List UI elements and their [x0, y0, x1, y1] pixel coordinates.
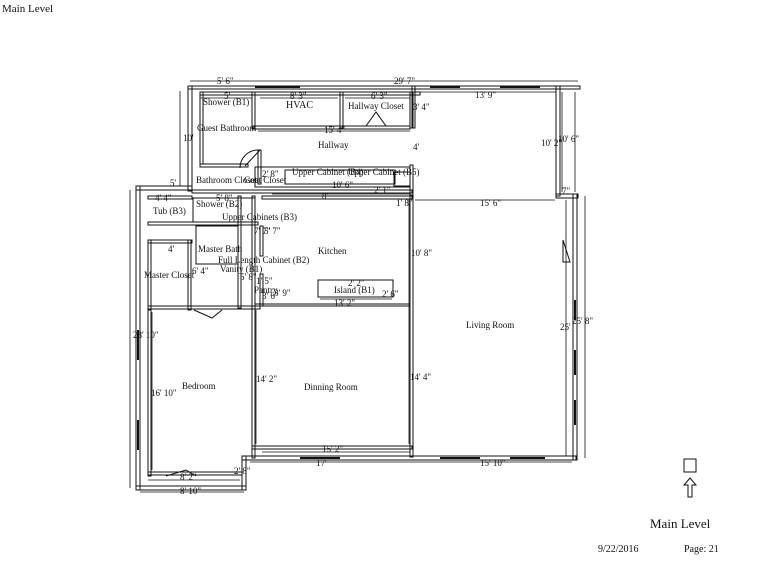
- dim-label: 10' 2": [541, 138, 563, 148]
- dim-label: 10': [183, 133, 194, 143]
- room-label-master-closet: Master Closet: [144, 270, 195, 280]
- dim-label: 16' 10": [151, 388, 177, 398]
- dim-label: 6' 4": [192, 266, 209, 276]
- room-label-upper-cabinet-b: Upper Cabinet (B5): [348, 167, 420, 177]
- room-label-dinning-room: Dinning Room: [304, 382, 358, 392]
- room-label-island-b1: Island (B1): [334, 285, 375, 295]
- dim-label: 2' 6": [382, 289, 399, 299]
- dim-label: 10' 6": [332, 180, 354, 190]
- room-label-full-length-cabinet: Full Length Cabinet (B2): [218, 255, 310, 265]
- dim-label: 25': [560, 322, 571, 332]
- dim-label: 7' 7": [254, 226, 271, 236]
- dim-label: 25' 8": [572, 316, 594, 326]
- fixtures: [192, 166, 411, 298]
- north-arrow-icon: [682, 458, 698, 498]
- room-label-pantry: Pantry: [254, 285, 278, 295]
- dim-label: 8' 3": [290, 91, 307, 101]
- room-label-hallway: Hallway: [318, 140, 349, 150]
- room-label-tub-b3: Tub (B3): [153, 206, 186, 216]
- dim-label: 3' 4": [413, 102, 430, 112]
- room-label-bedroom: Bedroom: [182, 381, 216, 391]
- room-label-shower-b2: Shower (B2): [196, 199, 243, 209]
- dim-label: 29' 7": [394, 76, 416, 86]
- dim-label: 5' 8": [240, 272, 257, 282]
- dim-label: 5' 6": [217, 76, 234, 86]
- room-label-hallway-closet: Hallway Closet: [348, 101, 404, 111]
- room-label-living-room: Living Room: [466, 320, 515, 330]
- room-label-kitchen: Kitchen: [318, 246, 347, 256]
- level-label: Main Level: [650, 516, 711, 531]
- room-label-upper-cabinet-a: Upper Cabinet (B4): [292, 167, 364, 177]
- dim-label: 3' 6": [262, 291, 279, 301]
- room-label-shower-b1: Shower (B1): [203, 97, 250, 107]
- page-number: Page: 21: [684, 544, 719, 555]
- dim-label: 2' 2": [348, 278, 365, 288]
- dim-label: 17': [316, 458, 327, 468]
- dim-label: 4': [168, 244, 175, 254]
- dim-label: 2' 1": [374, 185, 391, 195]
- dimension-lines: [129, 80, 586, 493]
- dim-label: 28' 10": [133, 330, 159, 340]
- dim-label: 15' 6": [480, 198, 502, 208]
- dim-label: 6' 3": [371, 91, 388, 101]
- dim-label: 1' 5": [256, 276, 273, 286]
- dim-label: 5': [170, 178, 177, 188]
- doors: [165, 111, 571, 477]
- dim-label: 4' 4": [155, 193, 172, 203]
- page-title: Main Level: [2, 3, 54, 15]
- dim-label: 8' 2": [180, 472, 197, 482]
- dim-label: 14' 4": [410, 372, 432, 382]
- room-label-coat-closet: Coat Closet: [244, 175, 287, 185]
- dim-label: 2' 8": [262, 169, 279, 179]
- windows: [137, 86, 576, 459]
- dim-label: 15' 10": [480, 458, 506, 468]
- dim-label: 4': [413, 142, 420, 152]
- interior-walls: [147, 85, 421, 477]
- dim-label: 5': [224, 91, 231, 101]
- room-label-bathroom-closet: Bathroom Closet: [196, 175, 258, 185]
- dim-label: 10' 8": [411, 248, 433, 258]
- dim-label: 8': [322, 191, 329, 201]
- room-label-upper-cabinets-b3: Upper Cabinets (B3): [222, 212, 297, 222]
- dim-label: 3' 9": [274, 288, 291, 298]
- room-label-hvac: HVAC: [286, 100, 314, 111]
- dim-label: 15' 2": [322, 444, 344, 454]
- dim-label: 13' 2": [334, 298, 356, 308]
- dim-label: 5' 8": [216, 193, 233, 203]
- dim-label: 7": [562, 186, 571, 196]
- room-label-vanity-b1: Vanity (B1): [220, 264, 263, 274]
- dim-label: 10' 6": [558, 134, 580, 144]
- dim-label: 14' 2": [256, 374, 278, 384]
- date-label: 9/22/2016: [598, 544, 639, 555]
- exterior-walls: [135, 85, 581, 491]
- dim-label: 2' 8": [234, 466, 251, 476]
- dim-label: 8' 10": [180, 486, 202, 496]
- dim-label: 1' 8": [396, 198, 413, 208]
- dim-label: 13' 9": [475, 90, 497, 100]
- dim-label: 15' 4": [324, 125, 346, 135]
- room-label-master-bath: Master Bath: [198, 244, 243, 254]
- room-label-guest-bathroom: Guest Bathroom: [197, 123, 257, 133]
- dim-label: 5' 7": [264, 226, 281, 236]
